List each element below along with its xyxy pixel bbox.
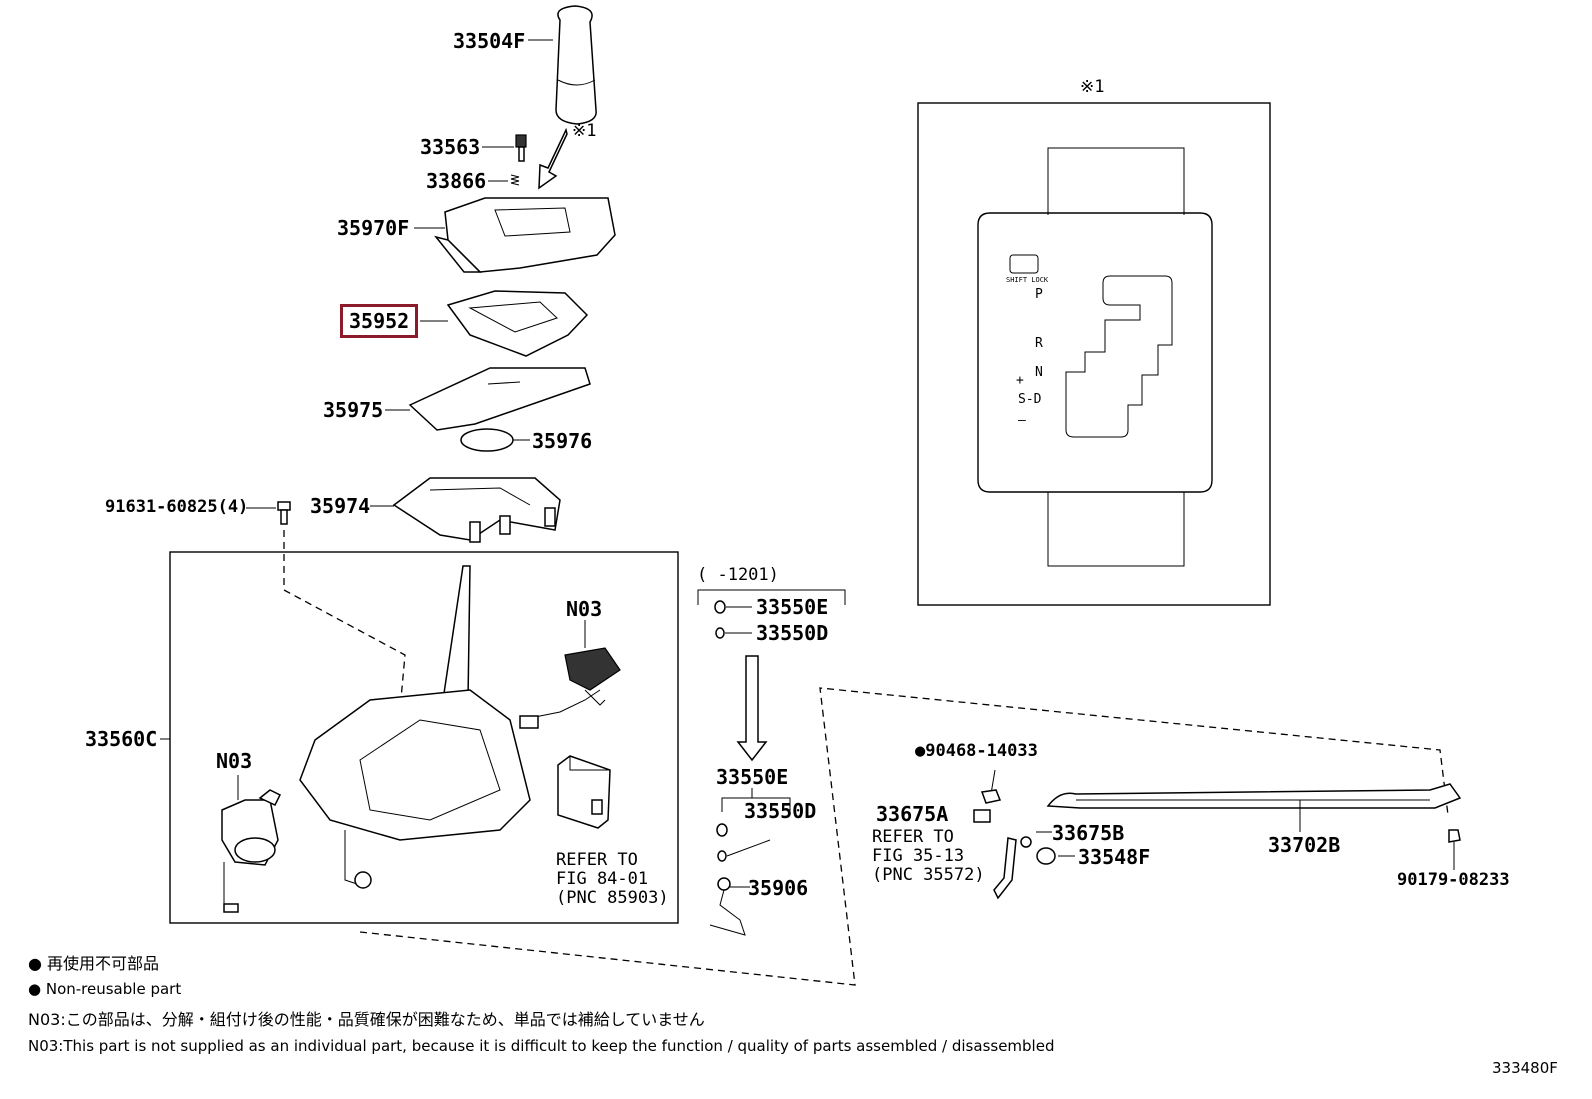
bracket-33550-drawing (697, 589, 846, 936)
refer-84-01-line3[interactable]: (PNC 85903) (556, 888, 669, 908)
label-35976[interactable]: 35976 (532, 429, 593, 453)
label-33675B[interactable]: 33675B (1052, 821, 1125, 845)
shift-cable-drawing (973, 769, 1462, 900)
legend-nonreusable-en: ● Non-reusable part (28, 980, 182, 998)
label-33563[interactable]: 33563 (420, 135, 481, 159)
label-91631-60825[interactable]: 91631-60825(4) (105, 497, 249, 517)
sensor-n03-drawing (221, 775, 282, 913)
label-33550E-top[interactable]: 33550E (756, 595, 829, 619)
housing-35974-drawing (370, 477, 561, 543)
pin-drawing (482, 134, 527, 186)
label-35970F[interactable]: 35970F (337, 216, 410, 240)
range-label: ( -1201) (697, 565, 779, 585)
label-33560C[interactable]: 33560C (85, 727, 158, 751)
label-35952-highlighted[interactable]: 35952 (340, 304, 419, 338)
refer-35-13-line2[interactable]: FIG 35-13 (872, 846, 965, 866)
label-33548F[interactable]: 33548F (1078, 845, 1151, 869)
connector-n03-drawing (564, 620, 621, 706)
view-reference-arrow-note: ※1 (572, 121, 597, 141)
assembly-33560C-box (169, 551, 679, 924)
label-90179-08233[interactable]: 90179-08233 (1397, 870, 1510, 890)
label-33675A[interactable]: 33675A (876, 802, 949, 826)
label-n03-sensor[interactable]: N03 (216, 749, 253, 773)
legend-nonreusable-jp: ● 再使用不可部品 (28, 954, 160, 973)
label-33550D-top[interactable]: 33550D (756, 621, 829, 645)
cover-35970F-drawing (414, 197, 616, 273)
inset-gear-r: R (1035, 336, 1043, 351)
refer-35-13-line1[interactable]: REFER TO (872, 827, 954, 847)
label-33866[interactable]: 33866 (426, 169, 487, 193)
inset-gear-n: N (1035, 365, 1043, 380)
strip-35975-drawing (385, 367, 591, 431)
label-33550E-bottom[interactable]: 33550E (716, 765, 789, 789)
label-n03-connector[interactable]: N03 (566, 597, 603, 621)
label-90468-14033[interactable]: ●90468-14033 (915, 741, 1038, 761)
bolt-drawing (246, 501, 291, 525)
inset-gear-sd: S-D (1018, 392, 1042, 407)
refer-35-13-line3[interactable]: (PNC 35572) (872, 865, 985, 885)
inset-shift-lock: SHIFT LOCK (1006, 276, 1049, 284)
plate-35952-drawing (420, 290, 589, 357)
refer-84-01-line2[interactable]: FIG 84-01 (556, 869, 649, 889)
figure-id: 333480F (1492, 1059, 1558, 1077)
label-35906[interactable]: 35906 (748, 876, 809, 900)
shift-gate-plate-drawing (977, 147, 1213, 567)
label-33550D-bottom[interactable]: 33550D (744, 799, 817, 823)
inset-box (917, 102, 1271, 606)
view-arrow-drawing (538, 127, 568, 190)
shift-knob-drawing (528, 5, 597, 125)
inset-gear-p: P (1035, 287, 1043, 302)
inset-title: ※1 (1080, 77, 1105, 97)
legend-n03-jp: N03:この部品は、分解・組付け後の性能・品質確保が困難なため、単品では補給して… (28, 1010, 705, 1029)
inset-gear-plus: + (1016, 373, 1024, 388)
label-35975[interactable]: 35975 (323, 398, 384, 422)
label-33702B[interactable]: 33702B (1268, 833, 1341, 857)
refer-84-01-line1[interactable]: REFER TO (556, 850, 638, 870)
inset-gear-minus: – (1018, 413, 1026, 428)
label-33504F[interactable]: 33504F (453, 29, 526, 53)
disc-35976-drawing (460, 428, 530, 452)
module-drawing (557, 755, 611, 829)
label-35974[interactable]: 35974 (310, 494, 371, 518)
legend-n03-en: N03:This part is not supplied as an indi… (28, 1037, 1055, 1055)
shift-lever-assembly-drawing (299, 565, 601, 889)
